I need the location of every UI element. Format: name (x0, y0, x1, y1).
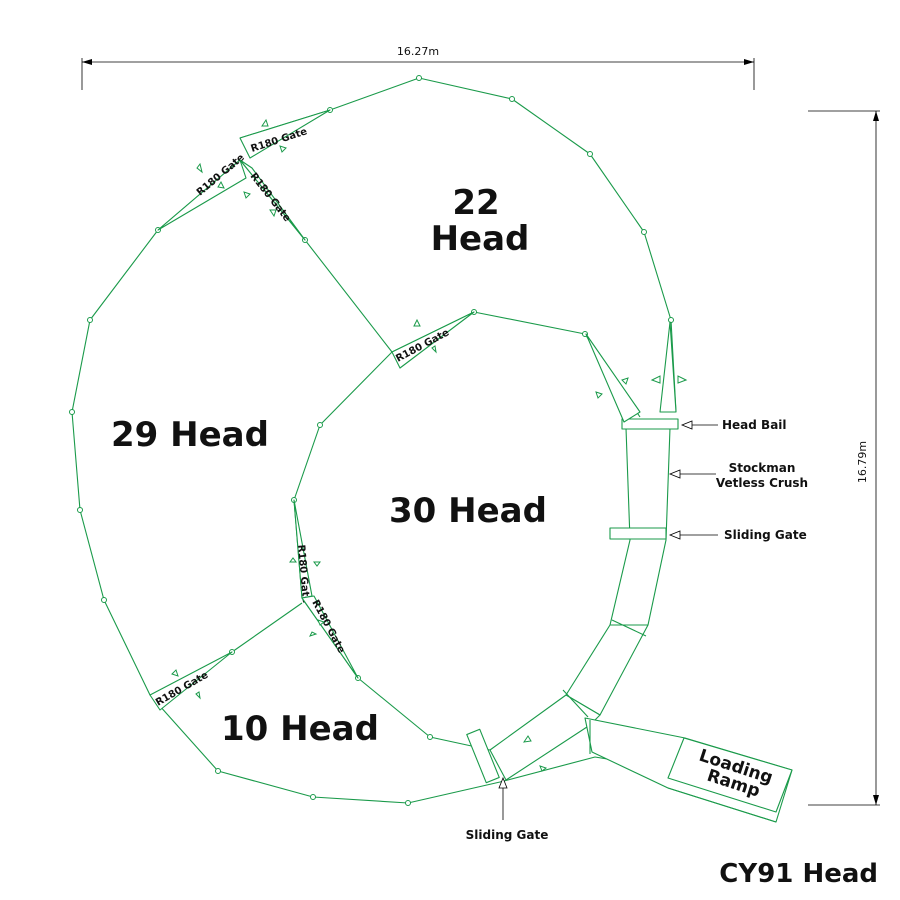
gate-mid: R180 Gate (391, 311, 475, 369)
svg-text:R180 Gate: R180 Gate (295, 544, 311, 604)
pen-22-label-head: Head (431, 219, 530, 259)
pen-30-fence-west (293, 351, 491, 751)
gate-left-b: R180 Gate (301, 595, 359, 679)
loading-ramp: Loading Ramp (584, 717, 793, 823)
width-dimension: 16.27m (81, 45, 755, 90)
gate-top-c: R180 Gate (239, 159, 306, 241)
head-bail (621, 418, 679, 430)
gate-swing-arrows (171, 118, 688, 772)
svg-text:Sliding Gate: Sliding Gate (724, 528, 807, 542)
wing-spike-left (585, 333, 641, 423)
gate-top-a: R180 Gate (239, 109, 331, 159)
svg-text:Head Bail: Head Bail (722, 418, 787, 432)
pen-10-label: 10 Head (221, 709, 379, 749)
width-label: 16.27m (397, 45, 439, 58)
svg-text:R180 Gate: R180 Gate (248, 171, 293, 224)
head-bail-annotation: Head Bail (680, 418, 787, 432)
wing-spike-right (659, 321, 677, 413)
sliding-gate-bottom-annotation: Sliding Gate (466, 776, 549, 842)
crush-annotation: Stockman Vetless Crush (668, 461, 808, 490)
race-alley (489, 427, 671, 781)
sliding-gate-bottom (466, 728, 500, 784)
pen-29-label: 29 Head (111, 415, 269, 455)
height-label: 16.79m (856, 441, 869, 483)
svg-text:R180 Gate: R180 Gate (309, 598, 346, 655)
pen-22-label-number: 22 (452, 183, 499, 223)
svg-text:Vetless Crush: Vetless Crush (716, 476, 808, 490)
svg-text:Sliding Gate: Sliding Gate (466, 828, 549, 842)
gate-left-a: R180 Gate (293, 499, 313, 604)
gate-bottom-left: R180 Gate (149, 651, 233, 711)
gate-top-b: R180 Gate (157, 152, 247, 231)
sliding-gate-right (609, 527, 667, 540)
svg-text:R180 Gate: R180 Gate (394, 327, 451, 364)
svg-text:Stockman: Stockman (729, 461, 796, 475)
model-name: CY91 Head (719, 859, 878, 889)
height-dimension: 16.79m (808, 110, 880, 806)
pen-30-label: 30 Head (389, 491, 547, 531)
pen-22-fence (239, 77, 677, 413)
sliding-gate-right-annotation: Sliding Gate (668, 528, 807, 542)
